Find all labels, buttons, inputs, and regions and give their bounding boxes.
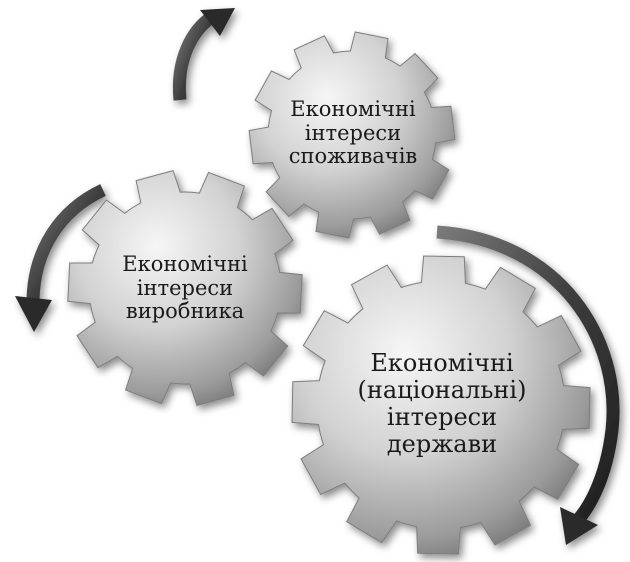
gear-producer-label: Економічні інтереси виробника (100, 252, 270, 324)
arrow-state (436, 225, 620, 545)
gear-state-line-3: інтереси (386, 402, 498, 431)
gear-consumers-line-1: Економічні (290, 97, 416, 121)
gear-consumers (248, 31, 456, 239)
gear-producer-line-1: Економічні (122, 252, 248, 276)
gear-consumers-line-3: споживачів (288, 144, 418, 169)
gear-state-line-4: держави (386, 429, 498, 458)
gear-producer-line-3: виробника (125, 299, 245, 324)
gear-state-line-1: Економічні (370, 349, 514, 377)
gear-producer (67, 169, 303, 407)
arrow-producer (15, 184, 106, 332)
gear-consumers-label: Економічні інтереси споживачів (268, 97, 438, 169)
arrow-consumers (172, 8, 235, 101)
gear-producer-line-2: інтереси (136, 275, 234, 300)
gear-state-line-2: (національні) (357, 375, 527, 404)
gear-state (291, 255, 591, 555)
gear-consumers-line-2: інтереси (304, 120, 402, 145)
gear-state-label: Економічні (національні) інтереси держав… (332, 350, 552, 458)
